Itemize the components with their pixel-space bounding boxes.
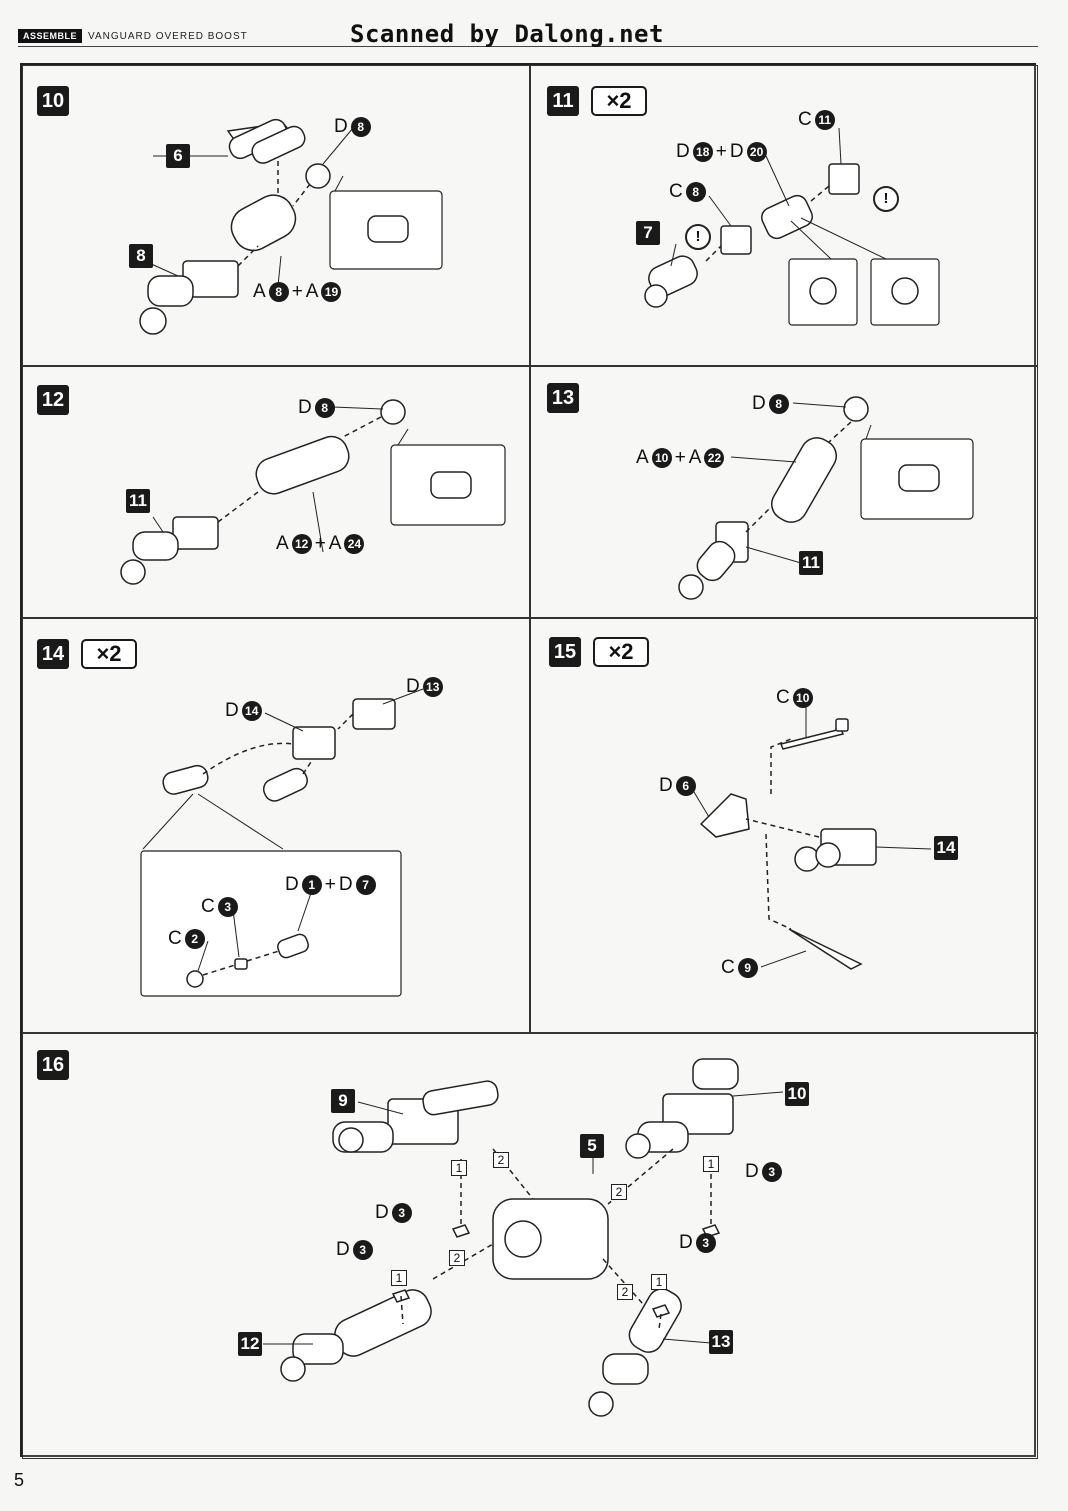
quantity-multiplier: ×2 [591,86,647,116]
step-10-diagram [137,118,443,335]
step-number: 11 [547,86,579,116]
warning-icon: ! [685,224,711,250]
sub-assembly-9: 9 [331,1089,355,1113]
sub-assembly-13: 13 [709,1330,733,1354]
step-13-diagram [678,396,974,600]
step-11-diagram [644,127,940,326]
step-12-diagram [120,399,506,585]
step-number: 10 [37,86,69,116]
sub-assembly-6: 6 [166,144,190,168]
header-rule [18,46,1038,47]
step-14-diagram [140,688,424,997]
header-title: VANGUARD OVERED BOOST [88,30,248,42]
step-number: 13 [547,383,579,413]
order-marker: 1 [451,1160,467,1176]
step-number: 16 [37,1050,69,1080]
sub-assembly-8: 8 [129,244,153,268]
order-marker: 2 [449,1250,465,1266]
order-marker: 2 [611,1184,627,1200]
step-number: 15 [549,637,581,667]
step-number: 14 [37,639,69,669]
sub-assembly-12: 12 [238,1332,262,1356]
warning-icon: ! [873,186,899,212]
sub-assembly-7: 7 [636,221,660,245]
quantity-multiplier: ×2 [593,637,649,667]
sub-assembly-10: 10 [785,1082,809,1106]
step-number: 12 [37,385,69,415]
order-marker: 1 [391,1270,407,1286]
header-tag: ASSEMBLE [18,29,83,43]
sub-assembly-14: 14 [934,836,958,860]
order-marker: 1 [703,1156,719,1172]
step-16-diagram [263,1058,784,1417]
sub-assembly-11: 11 [799,551,823,575]
scan-credit: Scanned by Dalong.net [350,20,664,48]
page-number: 5 [14,1470,25,1490]
sub-assembly-11: 11 [126,489,150,513]
order-marker: 2 [493,1152,509,1168]
page-header: ASSEMBLE VANGUARD OVERED BOOST [18,28,248,44]
step-16-panel: 16 [22,1033,1038,1459]
order-marker: 1 [651,1274,667,1290]
quantity-multiplier: ×2 [81,639,137,669]
order-marker: 2 [617,1284,633,1300]
step-15-diagram [690,699,932,970]
sub-assembly-5: 5 [580,1134,604,1158]
